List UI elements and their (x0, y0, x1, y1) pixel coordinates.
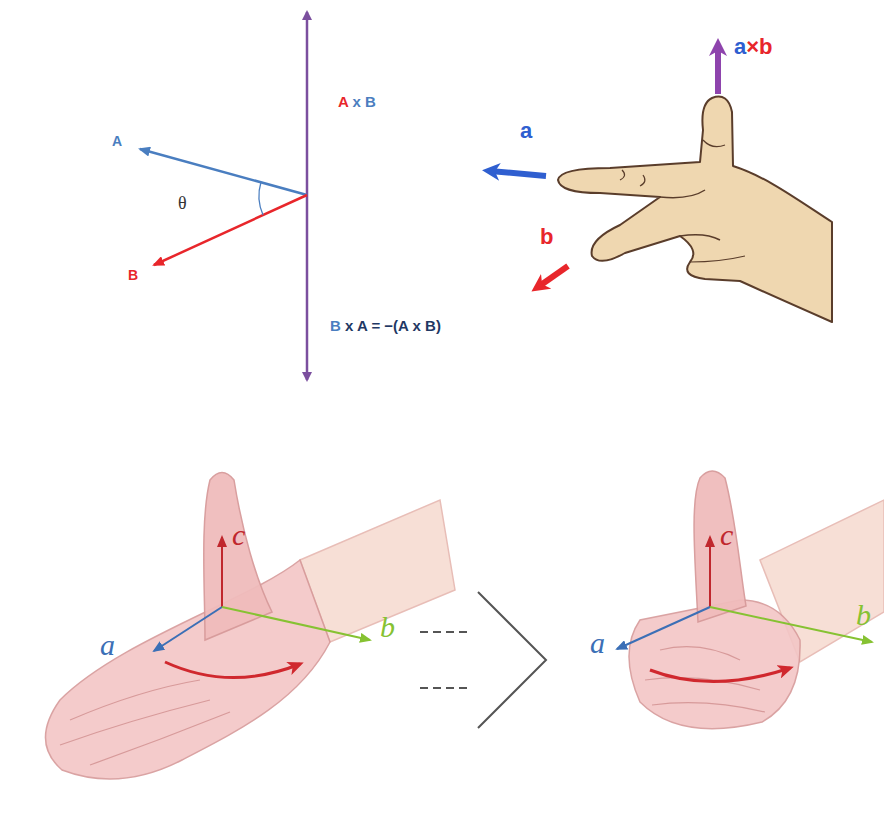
fist-hand (617, 471, 884, 729)
curl-arrow (650, 668, 790, 682)
flat-hand (45, 473, 455, 779)
angle-arc (259, 182, 263, 215)
cross-product-label: A x B (338, 94, 376, 109)
axis-label: b (380, 612, 395, 642)
axis-label: c (232, 520, 245, 550)
vector-a (140, 149, 307, 195)
vector-label: B (128, 268, 138, 282)
axis-label: a (590, 628, 605, 658)
cross-product-label: a×b (734, 36, 773, 58)
right-hand-fingers (490, 46, 832, 322)
curl-arrow (165, 662, 300, 678)
vector-diagram (140, 12, 307, 380)
thumb (694, 471, 746, 622)
hand-outline (558, 97, 832, 322)
cross-arrow (715, 46, 721, 94)
vector-b (154, 195, 307, 265)
anticommutative-label: B x A = −(A x B) (330, 318, 441, 333)
vector-label: b (540, 226, 553, 248)
fist (629, 600, 800, 729)
b-arrow (538, 266, 568, 287)
vector-label: a (520, 120, 532, 142)
angle-label: θ (178, 194, 187, 212)
transition-arrow (420, 592, 546, 728)
axis-label: b (856, 600, 871, 630)
a-arrow (490, 171, 546, 176)
palm (45, 560, 330, 779)
axis-label: c (720, 520, 733, 550)
axis-label: a (100, 630, 115, 660)
vector-label: A (112, 134, 122, 148)
